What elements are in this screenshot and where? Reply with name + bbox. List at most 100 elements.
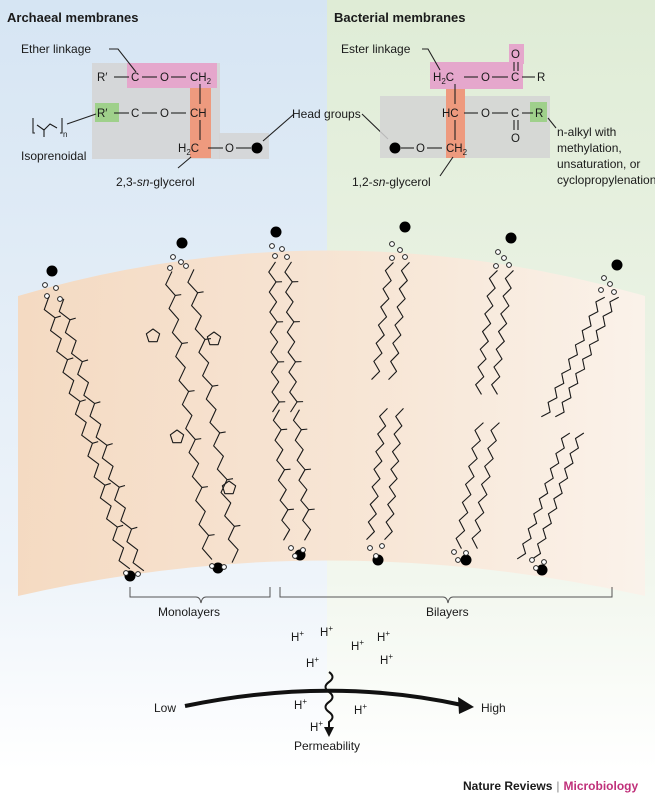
arch-lipid-1-chain-a-methyl [104, 482, 111, 486]
bact-1-bottom-oxygen-2 [373, 553, 379, 559]
bact-2-bottom-head [460, 554, 472, 566]
bact-2-bottom-oxygen-2 [455, 557, 461, 563]
archaeal-ch: CH [190, 108, 207, 120]
bact-1-bottom-oxygen-1 [379, 543, 385, 549]
arch-lipid-2-chain-b [187, 269, 239, 563]
archaeal-c-1: C [131, 72, 139, 84]
arch-lipid-2-bottom-oxygen-1 [221, 564, 227, 570]
bacterial-c-1: C [511, 72, 519, 84]
bact-2-oxygen-3 [506, 262, 512, 268]
bact-2-chain-b [491, 270, 514, 395]
arch-lipid-1-bottom-oxygen-1 [135, 571, 141, 577]
arch-lipid-2-chain-a-methyl [195, 438, 202, 440]
permeability-high-label: High [481, 701, 506, 715]
archaeal-lipid-structure: R′ C O CH2 R′ C O CH H2C O Ether linkage [21, 42, 269, 189]
bacterial-r-2: R [535, 108, 543, 120]
bact-1-oxygen-1 [397, 247, 403, 253]
bacterial-carbonyl-o-1: O [511, 49, 520, 61]
bacterial-r-highlight [530, 102, 547, 122]
archaeal-head-group [251, 142, 263, 154]
arch-lipid-2-chain-b-methyl [219, 431, 226, 434]
archaeal-r-prime-1: R′ [97, 72, 107, 84]
bact-3-bottom-oxygen-0 [529, 557, 535, 563]
bacteria-title: Bacterial membranes [334, 10, 466, 25]
arch-lipid-1-oxygen-1 [53, 285, 59, 291]
arch-ring-3 [221, 480, 237, 495]
permeability-axis-label: Permeability [294, 739, 360, 753]
bact-1-chain-d [384, 407, 404, 541]
isoprenoid-subscript-n: n [63, 130, 67, 139]
proton-6: H+ [294, 697, 307, 712]
bact-3-chain-a [541, 296, 605, 418]
bact-2-oxygen-2 [493, 263, 499, 269]
bact-2-oxygen-1 [501, 255, 507, 261]
arch-lipid-2-bottom-head [212, 562, 224, 574]
ester-carbonyl-highlight [509, 44, 524, 64]
bil-1-chain-d [292, 409, 312, 541]
arch-lipid-2-chain-b-methyl [234, 524, 241, 527]
monolayers-label: Monolayers [158, 605, 220, 619]
arch-lipid-1-chain-a-methyl [67, 357, 74, 361]
bil-1-head [270, 226, 282, 238]
proton-8: H+ [310, 719, 323, 734]
arch-lipid-1-chain-b-methyl [131, 526, 138, 530]
bacterial-r-1: R [537, 72, 545, 84]
isoprenoidal-label: Isoprenoidal [21, 149, 86, 163]
arch-lipid-2-chain-a [165, 271, 213, 560]
arch-lipid-1-head [46, 265, 58, 277]
bil-1-oxygen-1 [279, 246, 285, 252]
bact-3-oxygen-3 [611, 289, 617, 295]
bact-2-chain-d [471, 422, 500, 549]
proton-leak-arrow [324, 671, 334, 728]
bacterial-h2c: H2C [433, 72, 454, 86]
alkyl-label-line-1: n-alkyl with [557, 125, 616, 139]
arch-lipid-2-bottom-oxygen-0 [209, 563, 215, 569]
proton-5: H+ [380, 652, 393, 667]
proton-leak-arrow-head [324, 727, 334, 737]
bact-3-oxygen-1 [607, 281, 613, 287]
arch-lipid-2-head [176, 237, 188, 249]
bact-3-chain-b [555, 296, 619, 418]
bact-1-chain-a [371, 262, 394, 380]
arch-lipid-1-chain-b-methyl [119, 484, 126, 488]
archaeal-r-highlight [95, 103, 119, 122]
arch-lipid-1-chain-a-methyl [92, 441, 99, 444]
bil-1-chain-d-methyl [301, 428, 308, 431]
bacterial-ch2: CH2 [446, 143, 468, 157]
arch-lipid-1-chain-a [43, 296, 131, 570]
bil-1-bottom-oxygen-0 [288, 545, 294, 551]
bacterial-c-2: C [511, 108, 519, 120]
arch-lipid-2-chain-a-methyl [201, 486, 208, 488]
bact-3-head [611, 259, 623, 271]
isoprenoid-unit-icon: n [32, 118, 67, 139]
bact-3-oxygen-0 [601, 275, 607, 281]
bact-2-bottom-oxygen-0 [451, 549, 457, 555]
bact-2-chain-a [475, 270, 498, 395]
bil-1-oxygen-0 [269, 243, 275, 249]
arch-lipid-1-chain-b-methyl [82, 359, 89, 363]
archaeal-o-1: O [160, 72, 169, 84]
bilayers-bracket [279, 587, 613, 604]
bil-1-bottom-oxygen-1 [300, 547, 306, 553]
bil-1-chain-d-methyl [304, 468, 312, 471]
bact-3-chain-c [516, 432, 571, 560]
bacterial-head-group [389, 142, 401, 154]
credit-line: Nature Reviews|Microbiology [463, 779, 638, 793]
archaeal-o-3: O [225, 143, 234, 155]
arch-lipid-2-oxygen-0 [170, 254, 176, 260]
proton-2: H+ [351, 638, 364, 653]
bact-2-head [505, 232, 517, 244]
bacterial-glycerol-label: 1,2-sn-glycerol [352, 175, 431, 189]
proton-0: H+ [291, 629, 304, 644]
archaeal-c-2: C [131, 108, 139, 120]
ester-linkage-highlight [430, 62, 523, 89]
bact-3-chain-d [531, 432, 585, 560]
archaeal-ch2-1: CH2 [190, 72, 212, 86]
arch-lipid-2-chain-b-methyl [226, 478, 234, 481]
arch-lipid-1-chain-a-methyl [79, 399, 86, 403]
proton-1: H+ [320, 624, 333, 639]
arch-lipid-2-oxygen-3 [183, 263, 189, 269]
bact-1-chain-b [388, 262, 410, 380]
membrane-band [18, 250, 645, 596]
